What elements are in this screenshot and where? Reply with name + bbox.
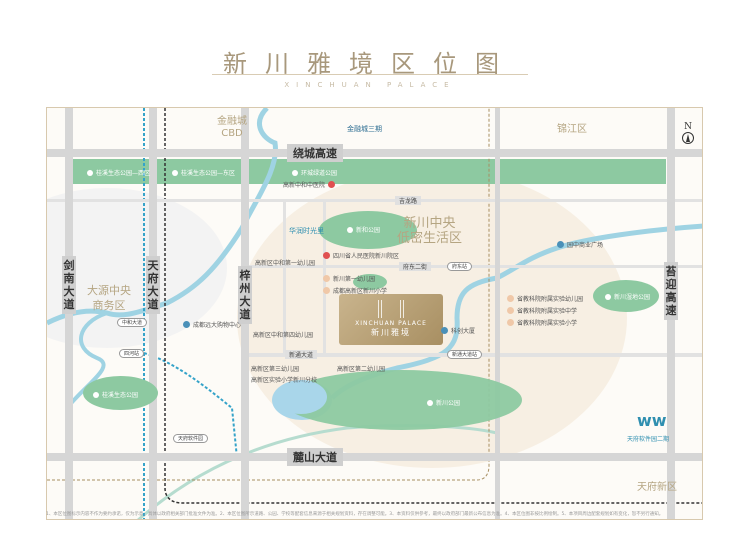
district-tianfuxinqu: 天府新区 bbox=[637, 482, 677, 493]
road-label-raocheng: 绕城高速 bbox=[287, 144, 343, 162]
building-icon bbox=[441, 327, 448, 334]
station-s2[interactable]: 四河站 bbox=[119, 349, 145, 358]
poi-school1[interactable]: 成都高新区新川小学 bbox=[323, 286, 387, 295]
road-jinhui bbox=[495, 108, 500, 519]
poi-huarun[interactable]: 华润时光里 bbox=[289, 227, 324, 235]
district-software: 天府软件园二期 bbox=[627, 436, 670, 443]
road-jiannan bbox=[65, 108, 73, 519]
page-subtitle: XINCHUAN PALACE bbox=[284, 81, 456, 89]
station-s1[interactable]: 中和大道 bbox=[117, 318, 148, 327]
poi-hospital[interactable]: 四川省人民医院新川院区 bbox=[323, 251, 399, 260]
station-s5[interactable]: 天府软件园 bbox=[173, 434, 209, 443]
road-local-1 bbox=[283, 202, 286, 357]
software-park-logo-icon: ww bbox=[637, 411, 667, 430]
park-label-band-west: 桂溪生态公园—西区 bbox=[87, 168, 150, 177]
footnote-disclaimer: 1、本区位图标示内容不作为要约承诺，仅为示意，具体以政府相关部门批准文件为准。2… bbox=[46, 512, 664, 517]
district-jrc3: 金融城三期 bbox=[347, 125, 382, 133]
road-label-jilong: 吉龙路 bbox=[395, 196, 422, 205]
school-icon bbox=[323, 275, 330, 282]
lake bbox=[275, 380, 327, 414]
road-lushan bbox=[47, 453, 702, 461]
location-map[interactable]: 绕城高速 吉龙路 府东二街 新通大道 麓山大道 剑南大道 天府大道 梓州大道 苔… bbox=[46, 107, 703, 520]
metro-black bbox=[164, 108, 702, 504]
building-icon bbox=[557, 241, 564, 248]
hospital-icon bbox=[323, 252, 330, 259]
road-label-tianfu: 天府大道 bbox=[146, 256, 160, 314]
park-small bbox=[353, 274, 387, 290]
poi-sk3[interactable]: 省教科院附属实验小学 bbox=[507, 318, 577, 327]
river-east bbox=[330, 223, 702, 400]
greenway-line bbox=[137, 424, 498, 519]
district-cbd: 金融城 CBD bbox=[217, 116, 247, 139]
road-label-fudong: 府东二街 bbox=[399, 262, 432, 271]
title-divider bbox=[212, 74, 528, 75]
metro-brown bbox=[47, 108, 490, 481]
park-label-xinhe: 新和公园 bbox=[347, 225, 380, 234]
poi-kg2[interactable]: 高新区第二幼儿园 bbox=[337, 366, 386, 373]
road-label-taiying: 苔迎高速 bbox=[664, 262, 678, 320]
station-s4[interactable]: 府东站 bbox=[447, 262, 473, 271]
school-icon bbox=[323, 287, 330, 294]
road-label-zizhou: 梓州大道 bbox=[238, 266, 252, 324]
park-label-band-east: 桂溪生态公园—东区 bbox=[172, 168, 235, 177]
poi-zh1[interactable]: 高新区中和第一幼儿园 bbox=[255, 260, 316, 267]
road-fudong bbox=[245, 265, 702, 268]
road-label-lushan: 麓山大道 bbox=[287, 448, 343, 466]
project-marker[interactable]: XINCHUAN PALACE 新川雅境 bbox=[339, 294, 443, 345]
poi-yuanzhong[interactable]: 园中商业广场 bbox=[557, 240, 603, 249]
school-icon bbox=[507, 307, 514, 314]
school-icon bbox=[507, 319, 514, 326]
poi-sk2[interactable]: 省教科院附属实验中学 bbox=[507, 306, 577, 315]
poi-zh4[interactable]: 高新区中和第四幼儿园 bbox=[253, 332, 314, 339]
road-jilong bbox=[47, 199, 702, 202]
green-belt bbox=[71, 159, 666, 184]
poi-zhonghe-hospital[interactable]: 高新中和中医院 bbox=[283, 180, 338, 189]
poi-sk1[interactable]: 省教科院附属实验幼儿园 bbox=[507, 294, 583, 303]
park-label-band-right: 环城绿道公园 bbox=[292, 168, 337, 177]
district-xinchuan: 新川中央 低密生活区 bbox=[397, 216, 463, 246]
page-title: 新川雅境区位图 bbox=[223, 50, 517, 78]
project-name-en: XINCHUAN PALACE bbox=[355, 320, 427, 327]
poi-mall[interactable]: 成都远大购物中心 bbox=[183, 320, 241, 329]
mall-icon bbox=[183, 321, 190, 328]
park-label-guixi: 桂溪生态公园 bbox=[93, 390, 138, 399]
poi-exp[interactable]: 高新区实验小学新川分校 bbox=[251, 377, 318, 384]
school-icon bbox=[507, 295, 514, 302]
building-icon bbox=[378, 300, 404, 318]
park-label-wetland: 新川湿地公园 bbox=[605, 292, 650, 301]
hospital-icon bbox=[328, 181, 336, 188]
poi-kechuang[interactable]: 科创大厦 bbox=[441, 326, 475, 335]
road-label-jiannan: 剑南大道 bbox=[62, 256, 76, 314]
road-label-xintong: 新通大道 bbox=[285, 350, 318, 359]
park-label-xinchuan: 新川公园 bbox=[427, 398, 460, 407]
station-s3[interactable]: 新通大道站 bbox=[447, 350, 483, 359]
district-jinjiang: 锦江区 bbox=[557, 124, 587, 135]
district-dayuan: 大源中央 商务区 bbox=[87, 284, 131, 312]
north-compass-icon: N bbox=[680, 122, 696, 144]
road-tianfu bbox=[149, 108, 157, 519]
road-raocheng bbox=[47, 149, 702, 157]
poi-kg1[interactable]: 新川第一幼儿园 bbox=[323, 274, 375, 283]
project-name-cn: 新川雅境 bbox=[371, 328, 411, 337]
poi-kg3[interactable]: 高新区第三幼儿园 bbox=[251, 366, 300, 373]
